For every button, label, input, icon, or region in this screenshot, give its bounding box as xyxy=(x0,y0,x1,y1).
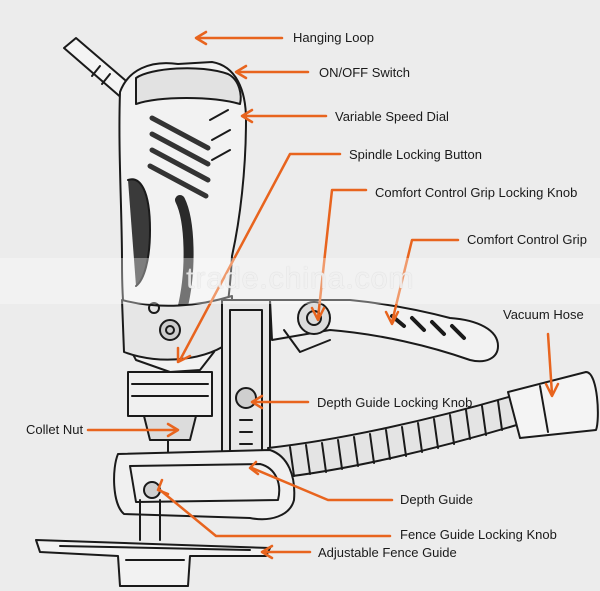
label-spindle-locking-button: Spindle Locking Button xyxy=(349,147,482,162)
label-hanging-loop: Hanging Loop xyxy=(293,30,374,45)
label-adjustable-fence-guide: Adjustable Fence Guide xyxy=(318,545,457,560)
label-comfort-control-grip: Comfort Control Grip xyxy=(467,232,587,247)
grip-locking-knob xyxy=(298,302,330,334)
label-on-off-switch: ON/OFF Switch xyxy=(319,65,410,80)
base-plate xyxy=(114,450,294,519)
label-depth-guide: Depth Guide xyxy=(400,492,473,507)
label-grip-locking-knob: Comfort Control Grip Locking Knob xyxy=(375,185,577,200)
label-depth-guide-locking-knob: Depth Guide Locking Knob xyxy=(317,395,472,410)
spindle-lock-button xyxy=(160,320,180,340)
label-vacuum-hose: Vacuum Hose xyxy=(503,307,584,322)
watermark-text: trade.china.com xyxy=(186,262,414,296)
label-collet-nut: Collet Nut xyxy=(26,422,83,437)
depth-guide-locking-knob xyxy=(236,388,256,408)
label-fence-guide-locking-knob: Fence Guide Locking Knob xyxy=(400,527,557,542)
label-variable-speed-dial: Variable Speed Dial xyxy=(335,109,449,124)
